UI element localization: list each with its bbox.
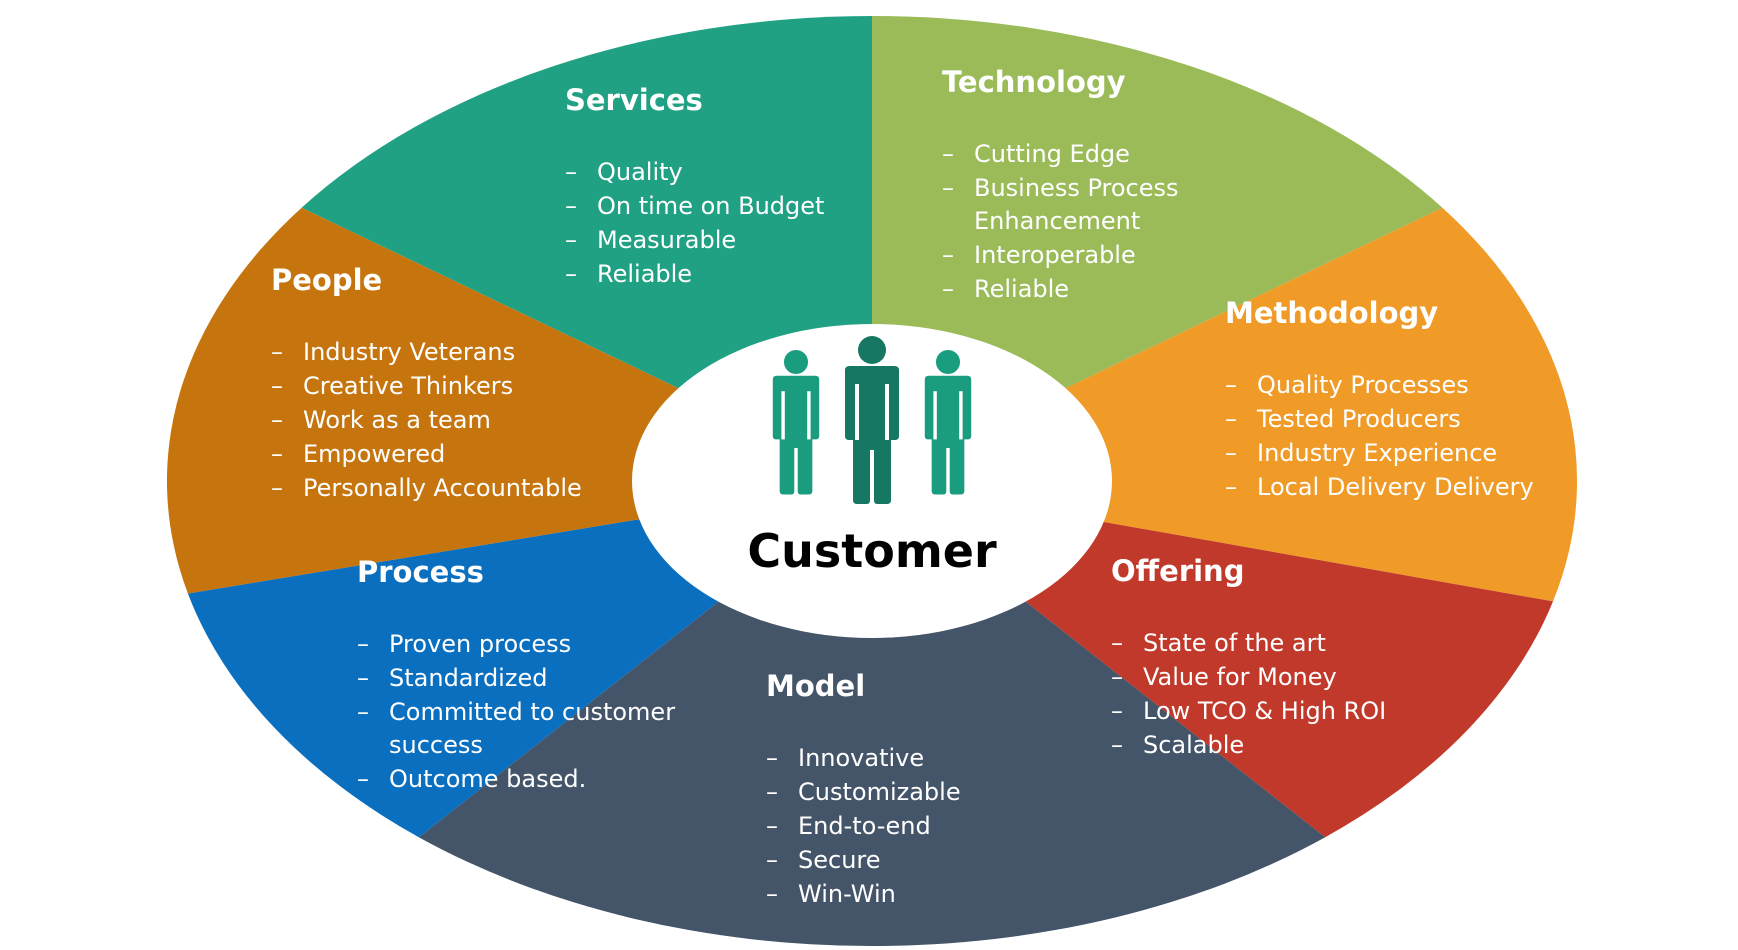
person-icon	[924, 349, 972, 495]
bullet-dash: –	[1111, 731, 1123, 759]
segment-item-model: Customizable	[798, 778, 961, 806]
sector-model	[418, 481, 1326, 947]
segment-item-methodology: Tested Producers	[1256, 405, 1461, 433]
segment-item-people: Creative Thinkers	[303, 372, 513, 400]
bullet-dash: –	[271, 440, 283, 468]
bullet-dash: –	[565, 260, 577, 288]
bullet-dash: –	[565, 158, 577, 186]
label-group-technology: Technology–Cutting Edge–Business Process…	[942, 65, 1179, 303]
bullet-dash: –	[1111, 629, 1123, 657]
bullet-dash: –	[1111, 663, 1123, 691]
segment-title-people: People	[271, 263, 382, 297]
segment-item-process: success	[389, 731, 483, 759]
bullet-dash: –	[271, 406, 283, 434]
label-group-services: Services–Quality–On time on Budget–Measu…	[565, 83, 824, 288]
segment-title-process: Process	[357, 555, 484, 589]
label-group-offering: Offering–State of the art–Value for Mone…	[1111, 554, 1386, 759]
segment-item-process: Proven process	[389, 630, 571, 658]
bullet-dash: –	[766, 846, 778, 874]
segment-item-process: Standardized	[389, 664, 547, 692]
person-icon	[845, 336, 899, 504]
segment-item-services: Reliable	[597, 260, 692, 288]
hub-label: Customer	[747, 524, 997, 578]
bullet-dash: –	[1111, 697, 1123, 725]
segment-item-process: Committed to customer	[389, 698, 675, 726]
segment-item-model: Secure	[798, 846, 881, 874]
segment-item-people: Empowered	[303, 440, 445, 468]
segment-item-offering: Value for Money	[1143, 663, 1337, 691]
bullet-dash: –	[1225, 371, 1237, 399]
segment-item-technology: Interoperable	[974, 241, 1136, 269]
bullet-dash: –	[766, 812, 778, 840]
bullet-dash: –	[1225, 405, 1237, 433]
segment-item-services: Quality	[597, 158, 683, 186]
bullet-dash: –	[357, 664, 369, 692]
customer-hub	[632, 324, 1112, 638]
label-group-people: People–Industry Veterans–Creative Thinke…	[271, 263, 582, 502]
label-group-methodology: Methodology–Quality Processes–Tested Pro…	[1225, 296, 1534, 501]
segment-item-technology: Business Process	[974, 174, 1179, 202]
segment-title-model: Model	[766, 669, 865, 703]
bullet-dash: –	[942, 241, 954, 269]
bullet-dash: –	[942, 275, 954, 303]
wheel-labels: Services–Quality–On time on Budget–Measu…	[271, 65, 1534, 908]
segment-item-people: Industry Veterans	[303, 338, 515, 366]
segment-item-offering: State of the art	[1143, 629, 1326, 657]
person-icon	[772, 349, 820, 495]
bullet-dash: –	[942, 174, 954, 202]
segment-item-process: Outcome based.	[389, 765, 586, 793]
bullet-dash: –	[271, 372, 283, 400]
segment-title-methodology: Methodology	[1225, 296, 1438, 330]
segment-item-model: Win-Win	[798, 880, 896, 908]
segment-item-methodology: Industry Experience	[1257, 439, 1497, 467]
segment-item-model: End-to-end	[798, 812, 931, 840]
segment-item-services: On time on Budget	[597, 192, 824, 220]
segment-item-methodology: Local Delivery Delivery	[1257, 473, 1534, 501]
segment-item-technology: Reliable	[974, 275, 1069, 303]
label-group-model: Model–Innovative–Customizable–End-to-end…	[766, 669, 961, 908]
segment-title-services: Services	[565, 83, 703, 117]
bullet-dash: –	[357, 698, 369, 726]
segment-item-technology: Cutting Edge	[974, 140, 1130, 168]
bullet-dash: –	[942, 140, 954, 168]
segment-item-people: Personally Accountable	[303, 474, 582, 502]
segment-item-model: Innovative	[798, 744, 924, 772]
bullet-dash: –	[565, 226, 577, 254]
segment-title-offering: Offering	[1111, 554, 1244, 588]
segment-item-people: Work as a team	[303, 406, 491, 434]
bullet-dash: –	[766, 778, 778, 806]
segment-item-technology: Enhancement	[974, 207, 1140, 235]
bullet-dash: –	[357, 630, 369, 658]
people-group-icon	[772, 336, 972, 504]
segment-item-methodology: Quality Processes	[1257, 371, 1469, 399]
bullet-dash: –	[271, 338, 283, 366]
segment-item-offering: Scalable	[1143, 731, 1244, 759]
bullet-dash: –	[1225, 473, 1237, 501]
label-group-process: Process–Proven process–Standardized–Comm…	[357, 555, 675, 793]
segment-item-offering: Low TCO & High ROI	[1143, 697, 1386, 725]
bullet-dash: –	[271, 474, 283, 502]
bullet-dash: –	[766, 744, 778, 772]
segment-item-services: Measurable	[597, 226, 736, 254]
bullet-dash: –	[357, 765, 369, 793]
bullet-dash: –	[1225, 439, 1237, 467]
bullet-dash: –	[766, 880, 778, 908]
segment-title-technology: Technology	[942, 65, 1126, 99]
bullet-dash: –	[565, 192, 577, 220]
